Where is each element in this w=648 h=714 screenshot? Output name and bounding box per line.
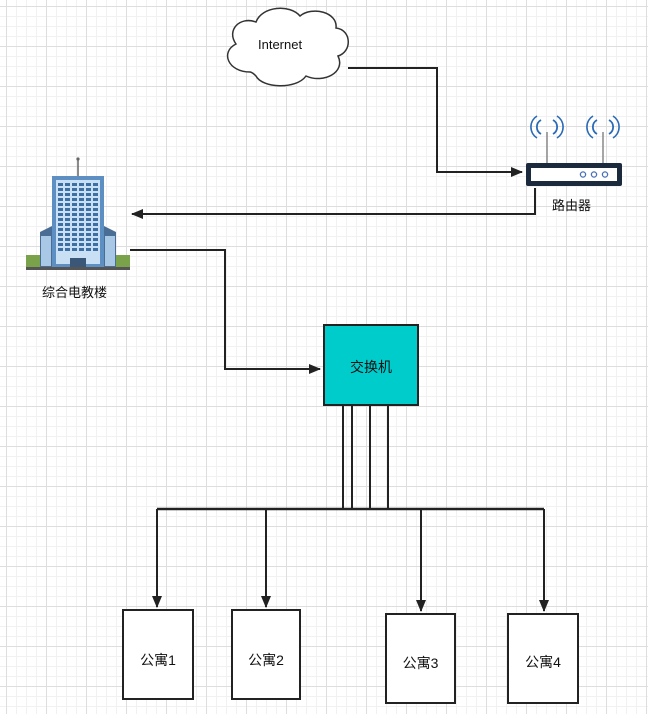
switch-port-lines [342,405,389,508]
switch-box [323,324,419,406]
building-label: 综合电教楼 [42,285,108,300]
apartment-2-box [231,609,301,700]
router-icon [526,115,622,186]
router-label: 路由器 [552,198,592,213]
apartment-3-box [385,613,456,704]
apartment-4-box [507,613,579,704]
connector-building-switch [130,249,321,374]
building-icon [26,157,130,270]
connector-internet-router [348,67,523,177]
apartment-1-box [122,609,194,700]
apartment-4-label: 公寓4 [525,654,561,670]
apartment-2-label: 公寓2 [248,652,284,668]
bus-drops [152,509,549,612]
internet-cloud [226,7,349,87]
apartment-1-label: 公寓1 [140,652,176,668]
switch-label: 交换机 [350,359,392,375]
connector-router-building [131,188,536,219]
apartment-3-label: 公寓3 [402,655,439,671]
internet-label: Internet [258,37,303,52]
